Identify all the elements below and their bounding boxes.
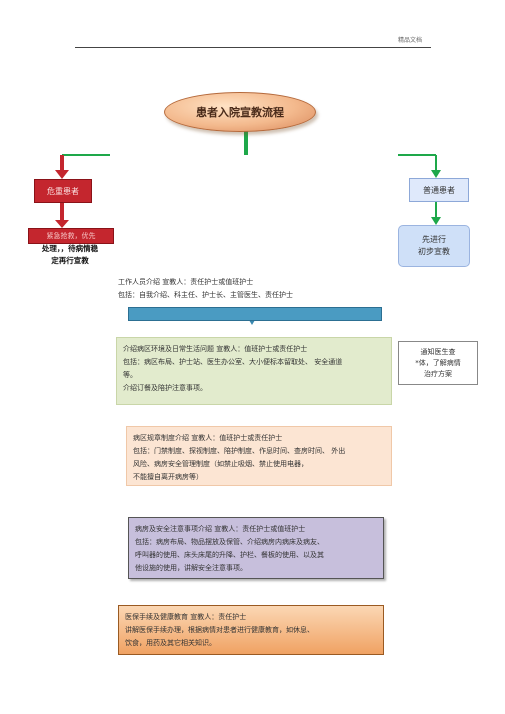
regular-patient-box: 普通患者	[409, 178, 469, 202]
header-watermark: 精品文档	[398, 37, 423, 44]
ward-rules-line: 包括：门禁制度、探视制度、陪护制度、作息时间、查房时间、 外出	[133, 447, 346, 455]
critical-patient-box: 危重患者	[34, 179, 92, 203]
ward-rules-box: 病区规章制度介绍 宣教人：值班护士或责任护士 包括：门禁制度、探视制度、陪护制度…	[126, 426, 392, 486]
room-safety-box: 病房及安全注意事项介绍 宣教人：责任护士或值班护士 包括：病房布局、物品摆放及保…	[128, 517, 384, 579]
header-divider	[75, 47, 431, 48]
notify-doctor-note: 通知医生查 *体，了解病情 治疗方案	[398, 341, 478, 385]
ward-rules-line: 病区规章制度介绍 宣教人：值班护士或责任护士	[133, 434, 283, 442]
room-safety-line: 包括：病房布局、物品摆放及保管、介绍病房内病床及病友、	[135, 538, 324, 546]
notify-doctor-line: 通知医生查	[420, 348, 456, 356]
initial-education-line: 初步宣教	[418, 247, 450, 256]
critical-note-line: 处理，，待病情稳	[41, 244, 99, 253]
initial-education-box: 先进行 初步宣教	[398, 225, 470, 267]
environment-line: 包括：病区布局、护士站、医生办公室、大小便标本留取处、 安全通道	[123, 358, 343, 366]
environment-line: 介绍订餐及陪护注意事项。	[123, 384, 207, 392]
room-safety-line: 他设施的使用，讲解安全注意事项。	[135, 564, 247, 572]
room-safety-line: 呼叫器的使用、床头床尾的升降、护栏、餐板的使用、以及其	[135, 551, 324, 559]
insurance-line: 讲解医保手续办理，根据病情对患者进行健康教育，如休息、	[125, 626, 314, 634]
left-down-arrow-head	[55, 220, 69, 228]
staff-intro-line: 工作人员介绍 宣教人：责任护士或值班护士	[118, 278, 254, 286]
ward-rules-line: 风险、病房安全管理制度（如禁止吸烟、禁止使用电器，	[133, 460, 308, 468]
emergency-rescue-box: 紧急抢救，优先	[28, 228, 114, 244]
initial-education-line: 先进行	[422, 235, 446, 244]
notify-doctor-line: *体，了解病情	[415, 359, 461, 367]
ward-rules-line: 不能擅自离开病房等）	[133, 473, 203, 481]
environment-line: 等。	[123, 371, 137, 379]
teal-bar-pointer	[249, 320, 255, 325]
left-arrow-head	[55, 170, 69, 179]
flowchart-title: 患者入院宣教流程	[164, 92, 316, 132]
divider-bar	[128, 307, 382, 321]
right-arrow-head	[431, 170, 441, 178]
insurance-line: 饮食，用药及其它相关知识。	[125, 639, 216, 647]
critical-patient-note: 处理，，待病情稳 定再行宣教	[20, 243, 120, 267]
notify-doctor-line: 治疗方案	[424, 370, 452, 378]
right-down-arrow-head	[431, 217, 441, 225]
environment-line: 介绍病区环境及日常生活问题 宣教人：值班护士或责任护士	[123, 345, 308, 353]
critical-note-line: 定再行宣教	[51, 256, 89, 265]
insurance-health-box: 医保手续及健康教育 宣教人：责任护士 讲解医保手续办理，根据病情对患者进行健康教…	[118, 605, 384, 655]
insurance-line: 医保手续及健康教育 宣教人：责任护士	[125, 613, 247, 621]
staff-intro-line: 包括：自我介绍、科主任、护士长、主管医生、责任护士	[118, 291, 293, 299]
environment-intro-box: 介绍病区环境及日常生活问题 宣教人：值班护士或责任护士 包括：病区布局、护士站、…	[116, 337, 392, 405]
staff-intro-text: 工作人员介绍 宣教人：责任护士或值班护士 包括：自我介绍、科主任、护士长、主管医…	[118, 276, 293, 302]
room-safety-line: 病房及安全注意事项介绍 宣教人：责任护士或值班护士	[135, 525, 306, 533]
title-stem-arrow	[244, 131, 248, 155]
